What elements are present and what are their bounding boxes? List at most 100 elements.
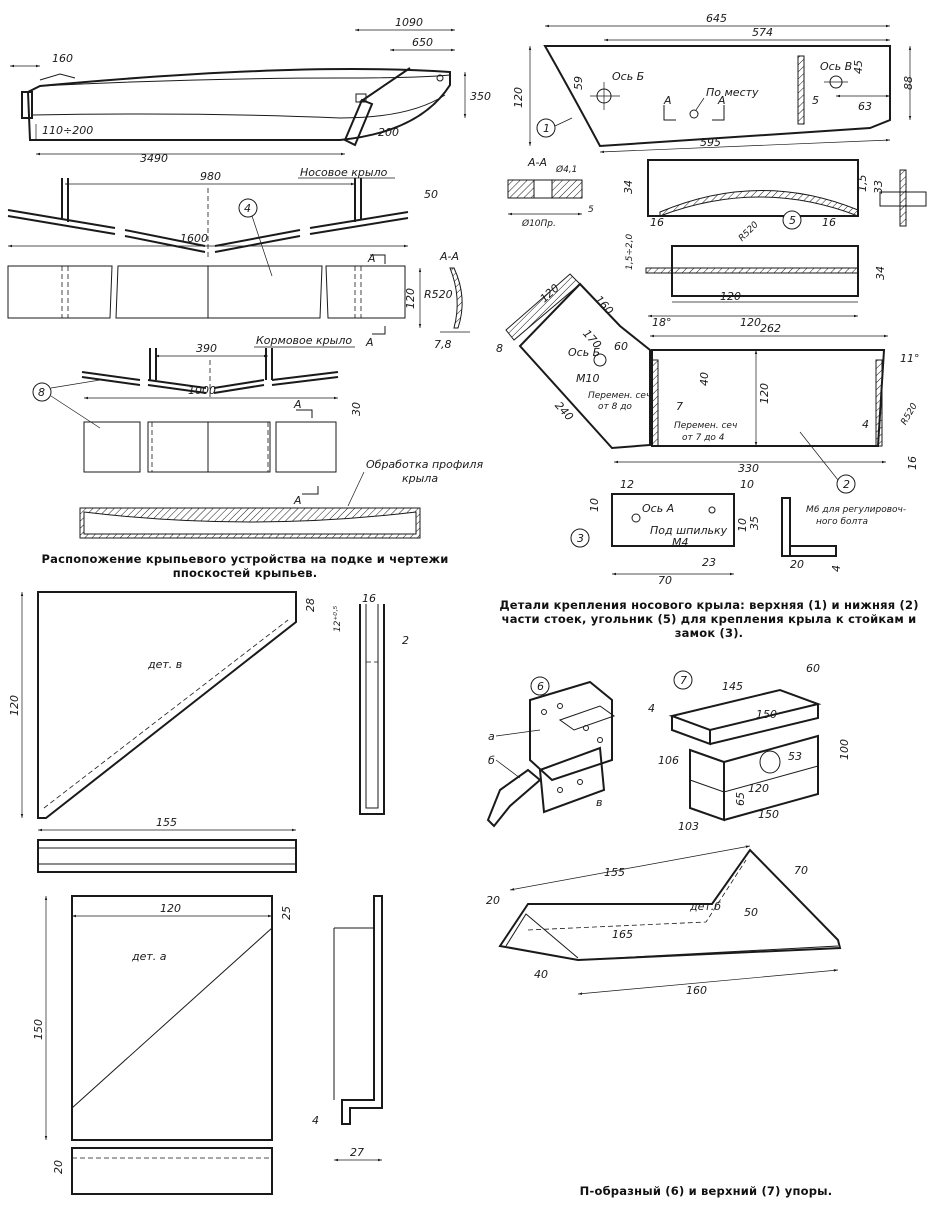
r520-a: R520 bbox=[424, 288, 453, 301]
dim-120: 120 bbox=[404, 288, 417, 309]
det-v-drawing: дет. в 120 28 155 16 12⁺⁰·⁵ 2 bbox=[8, 591, 409, 873]
iso7-150a: 150 bbox=[756, 708, 777, 721]
dim-23: 23 bbox=[702, 556, 716, 569]
dim-5-aa: 5 bbox=[588, 205, 594, 215]
r520-p5: R520 bbox=[737, 220, 761, 244]
dim-7-8: 7,8 bbox=[434, 338, 452, 351]
dim-330: 330 bbox=[738, 462, 759, 475]
det-v-12: 12⁺⁰·⁵ bbox=[333, 605, 343, 632]
stern-balloon-8: 8 bbox=[38, 386, 45, 399]
dim-4-p3: 4 bbox=[830, 565, 843, 572]
dim-3490: 3490 bbox=[140, 152, 168, 165]
dim-120-p2b: 120 bbox=[758, 383, 771, 404]
part3-balloon: 3 bbox=[577, 532, 584, 545]
dim-d4-1: Ø4,1 bbox=[555, 164, 577, 175]
m6-note-1: М6 для регулировоч- bbox=[806, 505, 906, 515]
dim-350: 350 bbox=[470, 90, 491, 103]
part5-balloon: 5 bbox=[789, 214, 796, 227]
dim-16-b: 16 bbox=[822, 216, 836, 229]
part1-balloon: 1 bbox=[543, 122, 550, 135]
note-var-7b: от 7 до 4 bbox=[682, 433, 725, 443]
dim-16-p2: 16 bbox=[906, 456, 919, 470]
dim-88: 88 bbox=[902, 76, 915, 90]
det-b-label: дет.б bbox=[689, 900, 721, 913]
det-b-drawing: дет.б 155 70 20 165 50 40 160 bbox=[486, 845, 842, 997]
det-a-drawing: дет. а 120 25 150 20 4 27 bbox=[32, 895, 383, 1195]
det-v-label: дет. в bbox=[147, 658, 182, 671]
profile-note-1: Обработка профиля bbox=[366, 458, 483, 471]
det-b-40: 40 bbox=[534, 968, 548, 981]
dim-63: 63 bbox=[858, 100, 872, 113]
det-b-20: 20 bbox=[486, 894, 500, 907]
iso7-150b: 150 bbox=[758, 808, 779, 821]
iso-part-7: 7 4 145 60 150 100 106 53 120 65 103 150 bbox=[648, 662, 851, 833]
dim-110-200: 110÷200 bbox=[42, 124, 93, 137]
dim-60-p2: 60 bbox=[614, 340, 628, 353]
dim-645: 645 bbox=[706, 12, 727, 25]
part-2-drawing: 120 160 170 18° 8 Ось Б 60 М10 240 Перем… bbox=[496, 273, 920, 494]
nose-balloon-4: 4 bbox=[244, 202, 251, 215]
dim-160-p2: 160 bbox=[592, 293, 616, 317]
caption-bottom-text: П-образный (6) и верхний (7) упоры. bbox=[579, 1184, 833, 1198]
section-aa-label: А-А bbox=[439, 250, 459, 263]
det-b-155: 155 bbox=[604, 866, 625, 879]
dim-33: 33 bbox=[872, 180, 885, 194]
section-aa-small: А-А Ø4,1 Ø10Пр. 5 bbox=[507, 156, 594, 229]
dim-120-strip-a: 120 bbox=[720, 290, 741, 303]
dim-d10: Ø10Пр. bbox=[521, 218, 556, 229]
iso7-4: 4 bbox=[648, 702, 655, 715]
caption-right: Детали крепления носового крыла: верхняя… bbox=[486, 598, 932, 640]
part-1-drawing: 645 574 120 59 Ось Б По месту А А 5 Ось … bbox=[512, 12, 915, 154]
det-b-70: 70 bbox=[794, 864, 808, 877]
profile-note-2: крыла bbox=[402, 472, 438, 485]
dim-18-deg: 18° bbox=[652, 316, 672, 329]
stern-section-a-bottom: А bbox=[293, 494, 302, 507]
caption-left-text: Распопожение крыпьевого устройства на по… bbox=[41, 552, 449, 580]
dim-595: 595 bbox=[700, 136, 721, 149]
iso7-60: 60 bbox=[806, 662, 820, 675]
part2-balloon: 2 bbox=[843, 478, 850, 491]
iso7-106: 106 bbox=[658, 754, 679, 767]
nose-wing-drawing: Носовое крыло 980 50 4 1600 А А А-А 120 bbox=[7, 166, 470, 351]
dim-262: 262 bbox=[760, 322, 781, 335]
axis-v: Ось В bbox=[820, 60, 852, 73]
dim-120-p1: 120 bbox=[512, 87, 525, 108]
det-b-50: 50 bbox=[744, 906, 758, 919]
dim-30: 30 bbox=[350, 402, 363, 416]
dim-8-p2: 8 bbox=[496, 342, 503, 355]
boat-side-view: 1090 650 160 350 200 110÷200 3490 bbox=[10, 16, 491, 165]
caption-right-text: Детали крепления носового крыла: верхняя… bbox=[499, 598, 919, 640]
note-var-8: Перемен. сеч bbox=[588, 391, 651, 401]
dim-1600: 1600 bbox=[180, 232, 208, 245]
dim-980: 980 bbox=[200, 170, 221, 183]
det-b-165: 165 bbox=[612, 928, 633, 941]
dim-1090: 1090 bbox=[395, 16, 423, 29]
strip-drawing: 1,5÷2,0 34 120 120 bbox=[625, 234, 887, 329]
det-v-2: 2 bbox=[402, 634, 409, 647]
iso7-65: 65 bbox=[734, 792, 747, 806]
dim-160: 160 bbox=[52, 52, 73, 65]
part1-a-right: А bbox=[717, 94, 726, 107]
det-v-28: 28 bbox=[304, 598, 317, 612]
det-a-150: 150 bbox=[32, 1019, 45, 1040]
dim-34-p5: 34 bbox=[622, 180, 635, 194]
axis-b-p1: Ось Б bbox=[612, 70, 644, 83]
dim-650: 650 bbox=[412, 36, 433, 49]
det-b-160: 160 bbox=[686, 984, 707, 997]
nose-section-a-bottom: А bbox=[365, 336, 374, 349]
part-5-drawing: 34 16 16 1,5 33 R520 5 bbox=[622, 159, 927, 244]
iso6-b: б bbox=[488, 754, 495, 767]
iso6-v: в bbox=[596, 796, 602, 809]
det-a-25: 25 bbox=[280, 906, 293, 920]
det-v-16: 16 bbox=[362, 592, 376, 605]
dim-35: 35 bbox=[748, 516, 761, 530]
axis-a-p3: Ось А bbox=[642, 502, 674, 515]
iso6-a: а bbox=[488, 730, 495, 743]
dim-10-p3b: 10 bbox=[740, 478, 754, 491]
iso6-balloon: 6 bbox=[537, 680, 544, 693]
dim-59: 59 bbox=[572, 76, 585, 90]
dim-16-a: 16 bbox=[650, 216, 664, 229]
under-stud: Под шпильку bbox=[650, 524, 728, 537]
section-aa-title: А-А bbox=[527, 156, 547, 169]
